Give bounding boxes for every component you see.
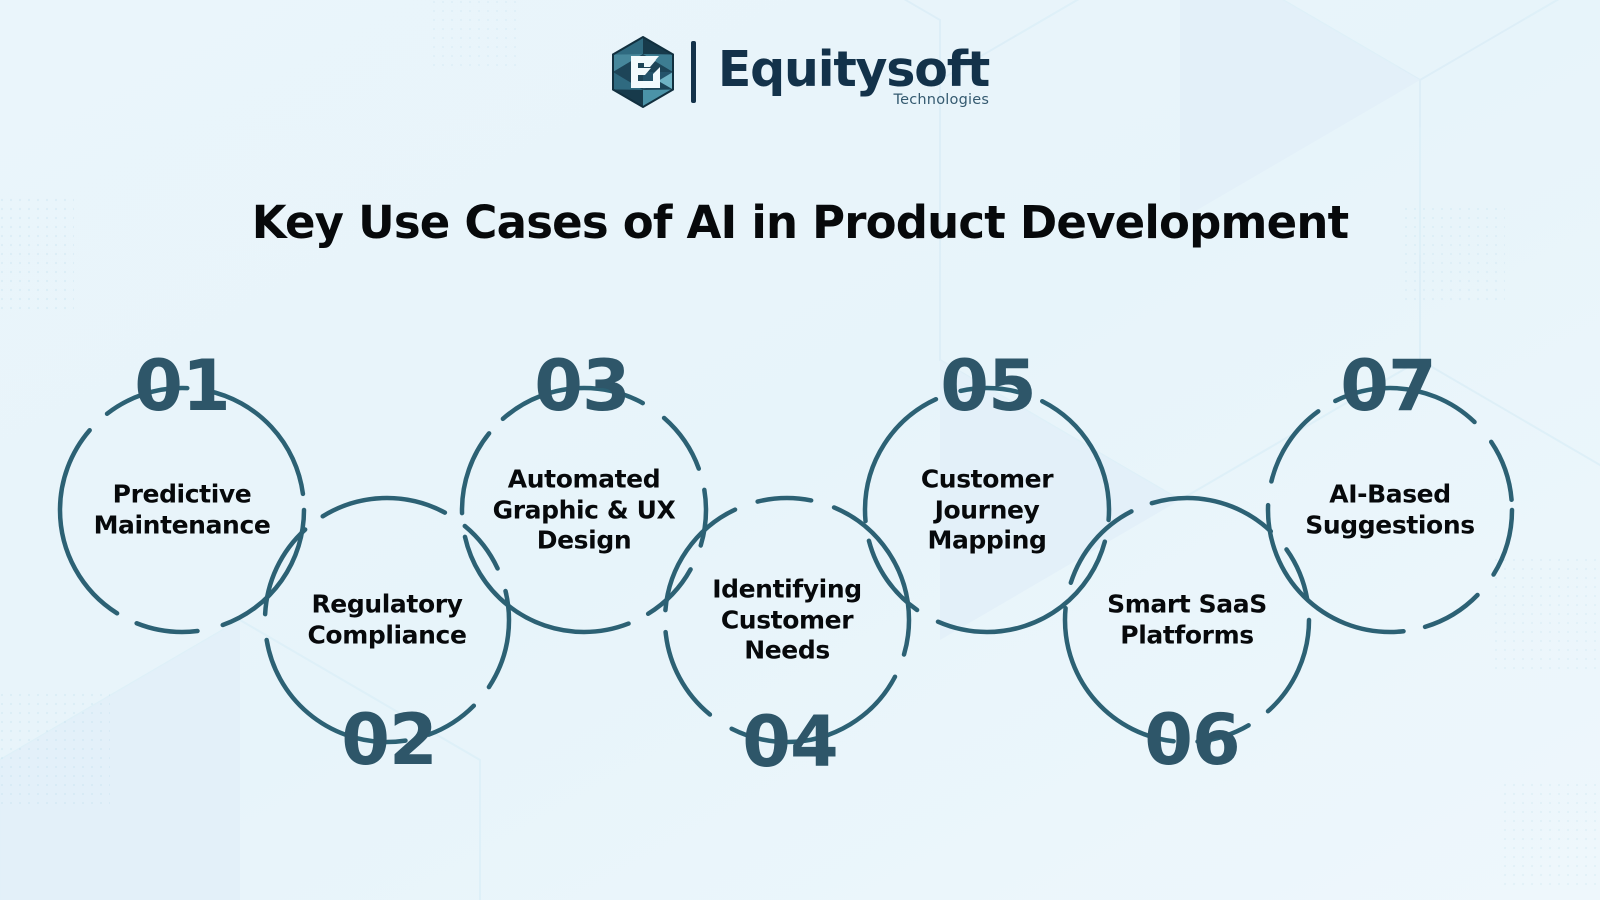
brand-tagline: Technologies	[893, 91, 990, 108]
vertical-divider-icon	[690, 41, 696, 103]
brand-header: Equitysoft Technologies	[0, 24, 1600, 120]
node-number-02: 02	[341, 699, 437, 781]
logo-lockup: Equitysoft Technologies	[611, 36, 990, 108]
brand-wordmark: Equitysoft Technologies	[717, 40, 990, 107]
node-number-03: 03	[534, 345, 630, 427]
node-number-05: 05	[940, 345, 1036, 427]
node-number-04: 04	[742, 701, 838, 783]
node-number-07: 07	[1340, 345, 1436, 427]
node-number-06: 06	[1144, 699, 1240, 781]
node-number-01: 01	[134, 345, 230, 427]
hexagon-logo-icon	[611, 36, 674, 108]
brand-name: Equitysoft	[717, 40, 990, 98]
page-title: Key Use Cases of AI in Product Developme…	[251, 196, 1349, 249]
